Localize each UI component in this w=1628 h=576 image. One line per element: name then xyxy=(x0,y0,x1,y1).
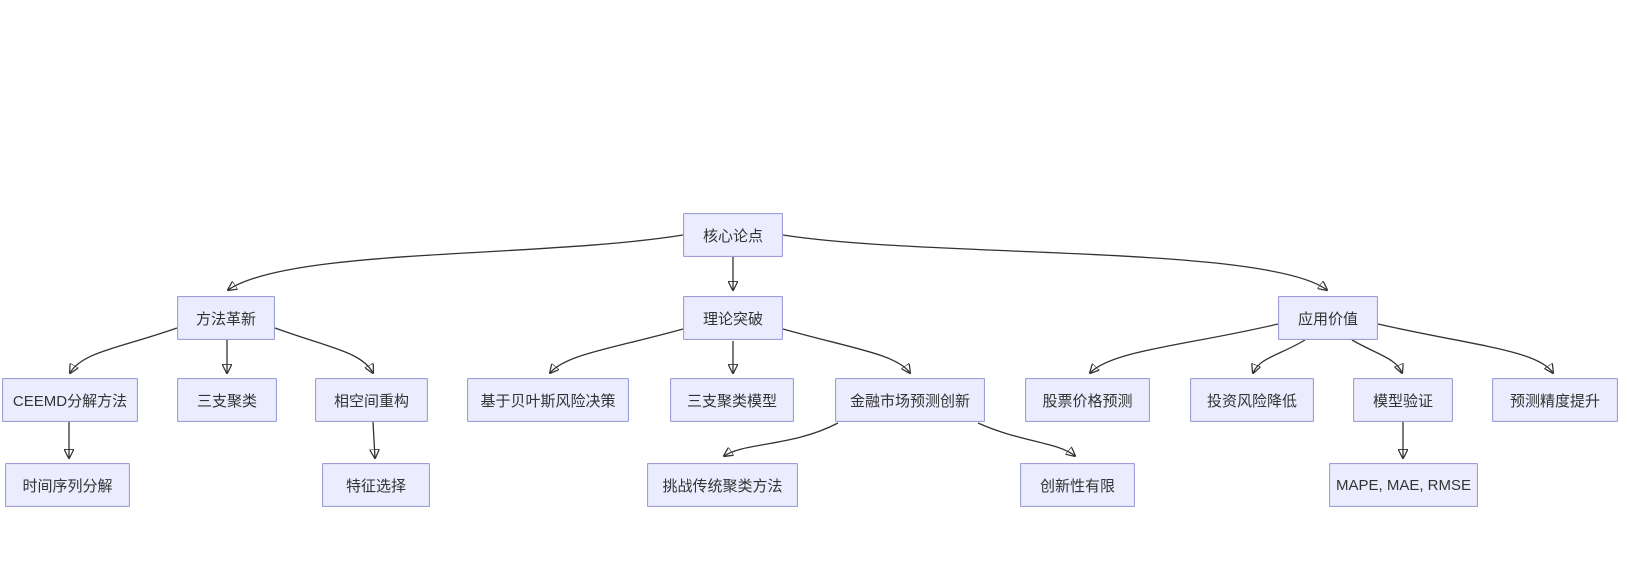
node-financial-market-forecast-innovation: 金融市场预测创新 xyxy=(835,378,985,422)
edge-method-to-phasespace xyxy=(274,327,373,373)
node-evaluation-metrics: MAPE, MAE, RMSE xyxy=(1329,463,1478,507)
node-theory-breakthrough: 理论突破 xyxy=(683,296,783,340)
node-limited-novelty: 创新性有限 xyxy=(1020,463,1135,507)
edge-application-to-stock xyxy=(1090,323,1279,373)
edge-theory-to-bayes xyxy=(550,328,684,373)
node-stock-price-prediction: 股票价格预测 xyxy=(1025,378,1150,422)
node-challenge-traditional-clustering: 挑战传统聚类方法 xyxy=(647,463,798,507)
node-three-way-clustering-model: 三支聚类模型 xyxy=(670,378,794,422)
node-time-series-decomposition: 时间序列分解 xyxy=(5,463,130,507)
edge-application-to-validation xyxy=(1351,339,1402,373)
node-bayes-risk-decision: 基于贝叶斯风险决策 xyxy=(467,378,629,422)
edge-theory-to-financeinnov xyxy=(782,328,910,373)
node-feature-selection: 特征选择 xyxy=(322,463,430,507)
edge-application-to-risk xyxy=(1253,339,1306,373)
node-method-innovation: 方法革新 xyxy=(177,296,275,340)
node-investment-risk-reduction: 投资风险降低 xyxy=(1190,378,1314,422)
edge-core-to-application xyxy=(782,234,1327,290)
edge-financeinnov-to-challenge xyxy=(724,422,839,456)
node-ceemd-decomposition: CEEMD分解方法 xyxy=(2,378,138,422)
edge-application-to-accuracy xyxy=(1377,323,1553,373)
edge-core-to-method xyxy=(228,234,684,290)
edge-financeinnov-to-limited xyxy=(977,422,1075,456)
edge-method-to-ceemd xyxy=(70,327,178,373)
node-core-thesis: 核心论点 xyxy=(683,213,783,257)
node-three-way-clustering: 三支聚类 xyxy=(177,378,277,422)
edge-phasespace-to-feature xyxy=(373,421,375,458)
node-model-validation: 模型验证 xyxy=(1353,378,1453,422)
node-application-value: 应用价值 xyxy=(1278,296,1378,340)
node-phase-space-reconstruction: 相空间重构 xyxy=(315,378,428,422)
node-prediction-accuracy-improvement: 预测精度提升 xyxy=(1492,378,1618,422)
